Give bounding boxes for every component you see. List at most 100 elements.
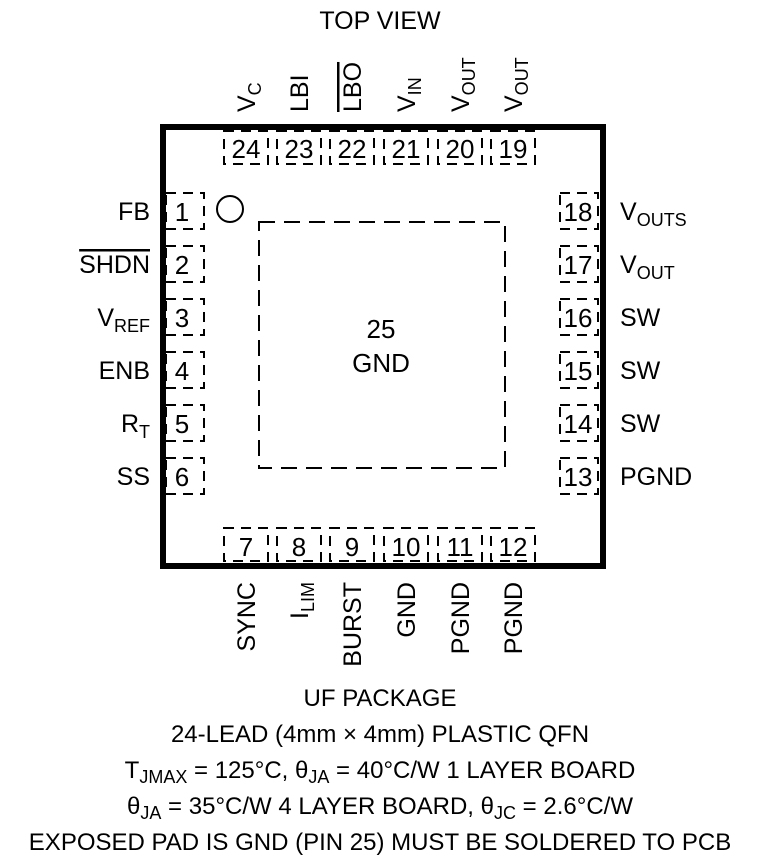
pin-pad: [165, 457, 205, 495]
pin-pad: [165, 245, 205, 283]
pin-label: LBI: [286, 74, 314, 112]
pin-label: VREF: [97, 304, 150, 336]
pin-name-subscript: REF: [114, 316, 150, 336]
pin-name: LBI: [286, 74, 314, 112]
pin-label: ILIM: [286, 582, 318, 619]
t: = 40°C/W 1 LAYER BOARD: [329, 757, 635, 784]
pin-name-subscript: T: [139, 422, 150, 442]
pin-number: 13: [564, 462, 593, 492]
pin-label: VIN: [393, 77, 425, 112]
pin-name-subscript: OUT: [637, 263, 675, 283]
pin-name: V: [393, 95, 421, 112]
pin-number: 22: [338, 134, 367, 164]
pin-number: 15: [564, 356, 593, 386]
pin-number: 23: [285, 134, 314, 164]
pin-pad: [223, 130, 269, 165]
pin-pad: [559, 245, 599, 283]
t: = 35°C/W 4 LAYER BOARD, θ: [161, 793, 494, 820]
pin-pad: [490, 130, 536, 165]
pin-pad: [383, 527, 429, 562]
pin-name: PGND: [447, 582, 475, 654]
top-view-title: TOP VIEW: [319, 7, 441, 35]
pin-label: SYNC: [233, 582, 261, 651]
pin-number: 8: [292, 532, 306, 562]
pin-pad: [329, 130, 375, 165]
pin-number: 2: [175, 250, 189, 280]
t: T: [125, 757, 140, 784]
pin-number: 4: [175, 356, 189, 386]
pin-label: PGND: [620, 463, 692, 491]
pin-label: BURST: [339, 582, 367, 667]
pin-label: LBO: [339, 62, 367, 112]
pin-pad: [276, 527, 322, 562]
footer-package: UF PACKAGE: [304, 685, 457, 712]
pin-name: PGND: [620, 463, 692, 491]
footer-thermal-2: θJA = 35°C/W 4 LAYER BOARD, θJC = 2.6°C/…: [127, 793, 633, 823]
pin-name: FB: [118, 198, 150, 226]
footer-thermal-1: TJMAX = 125°C, θJA = 40°C/W 1 LAYER BOAR…: [125, 757, 636, 787]
pin-pad: [437, 130, 483, 165]
pin-label: PGND: [500, 582, 528, 654]
pin-label: SS: [117, 463, 150, 491]
exposed-pad: [258, 221, 506, 469]
pin-name: V: [97, 304, 114, 332]
pin-pad: [437, 527, 483, 562]
pin-name-subscript: OUTS: [637, 210, 687, 230]
pin-label: ENB: [99, 357, 150, 385]
pin-number: 3: [175, 303, 189, 333]
pin-number: 5: [175, 409, 189, 439]
sub: JMAX: [139, 767, 187, 787]
pin-number: 21: [392, 134, 421, 164]
pin-name: PGND: [500, 582, 528, 654]
pin-name-subscript: LIM: [298, 582, 318, 612]
pin-number: 12: [499, 532, 528, 562]
pin-name-subscript: OUT: [512, 57, 532, 95]
pin-label: SW: [620, 304, 661, 332]
pin-number: 1: [175, 197, 189, 227]
pin-name-subscript: C: [245, 82, 265, 95]
pin-label: SW: [620, 410, 661, 438]
pin-name: LBO: [339, 62, 367, 112]
pin-label: SW: [620, 357, 661, 385]
pin-label: FB: [118, 198, 150, 226]
t: θ: [127, 793, 140, 820]
pin-pad: [559, 192, 599, 230]
pin-number: 17: [564, 250, 593, 280]
pin-pad: [559, 298, 599, 336]
pin-pad: [165, 404, 205, 442]
pin-label: VC: [233, 82, 265, 112]
footer: UF PACKAGE 24-LEAD (4mm × 4mm) PLASTIC Q…: [29, 685, 731, 856]
pin-number: 6: [175, 462, 189, 492]
pin-pad: [329, 527, 375, 562]
pin-pad: [223, 527, 269, 562]
sub: JA: [308, 767, 329, 787]
pin-pad: [490, 527, 536, 562]
pin-name: BURST: [339, 582, 367, 667]
pin-number: 16: [564, 303, 593, 333]
pin-pad: [165, 192, 205, 230]
pin-pad: [559, 457, 599, 495]
pin-number: 10: [392, 532, 421, 562]
pin-label: VOUT: [447, 57, 479, 112]
pin-name: I: [286, 612, 314, 619]
footer-exposed-pad-note: EXPOSED PAD IS GND (PIN 25) MUST BE SOLD…: [29, 829, 731, 856]
t: = 125°C, θ: [187, 757, 308, 784]
package-outline: [160, 124, 606, 569]
pin-number: 18: [564, 197, 593, 227]
pin-name-subscript: IN: [405, 77, 425, 95]
pin-name: SS: [117, 463, 150, 491]
pin1-marker: [216, 195, 244, 223]
pin-name: SW: [620, 357, 661, 385]
pin-number: 9: [345, 532, 359, 562]
pin-label: VOUT: [500, 57, 532, 112]
sub: JC: [494, 803, 516, 823]
pin-pad: [165, 351, 205, 389]
pin-name: SYNC: [233, 582, 261, 651]
pin-pad: [559, 404, 599, 442]
pin-name: V: [447, 95, 475, 112]
sub: JA: [140, 803, 161, 823]
pin-number: 19: [499, 134, 528, 164]
pin-name: V: [620, 251, 637, 279]
pin-label: RT: [121, 410, 150, 442]
